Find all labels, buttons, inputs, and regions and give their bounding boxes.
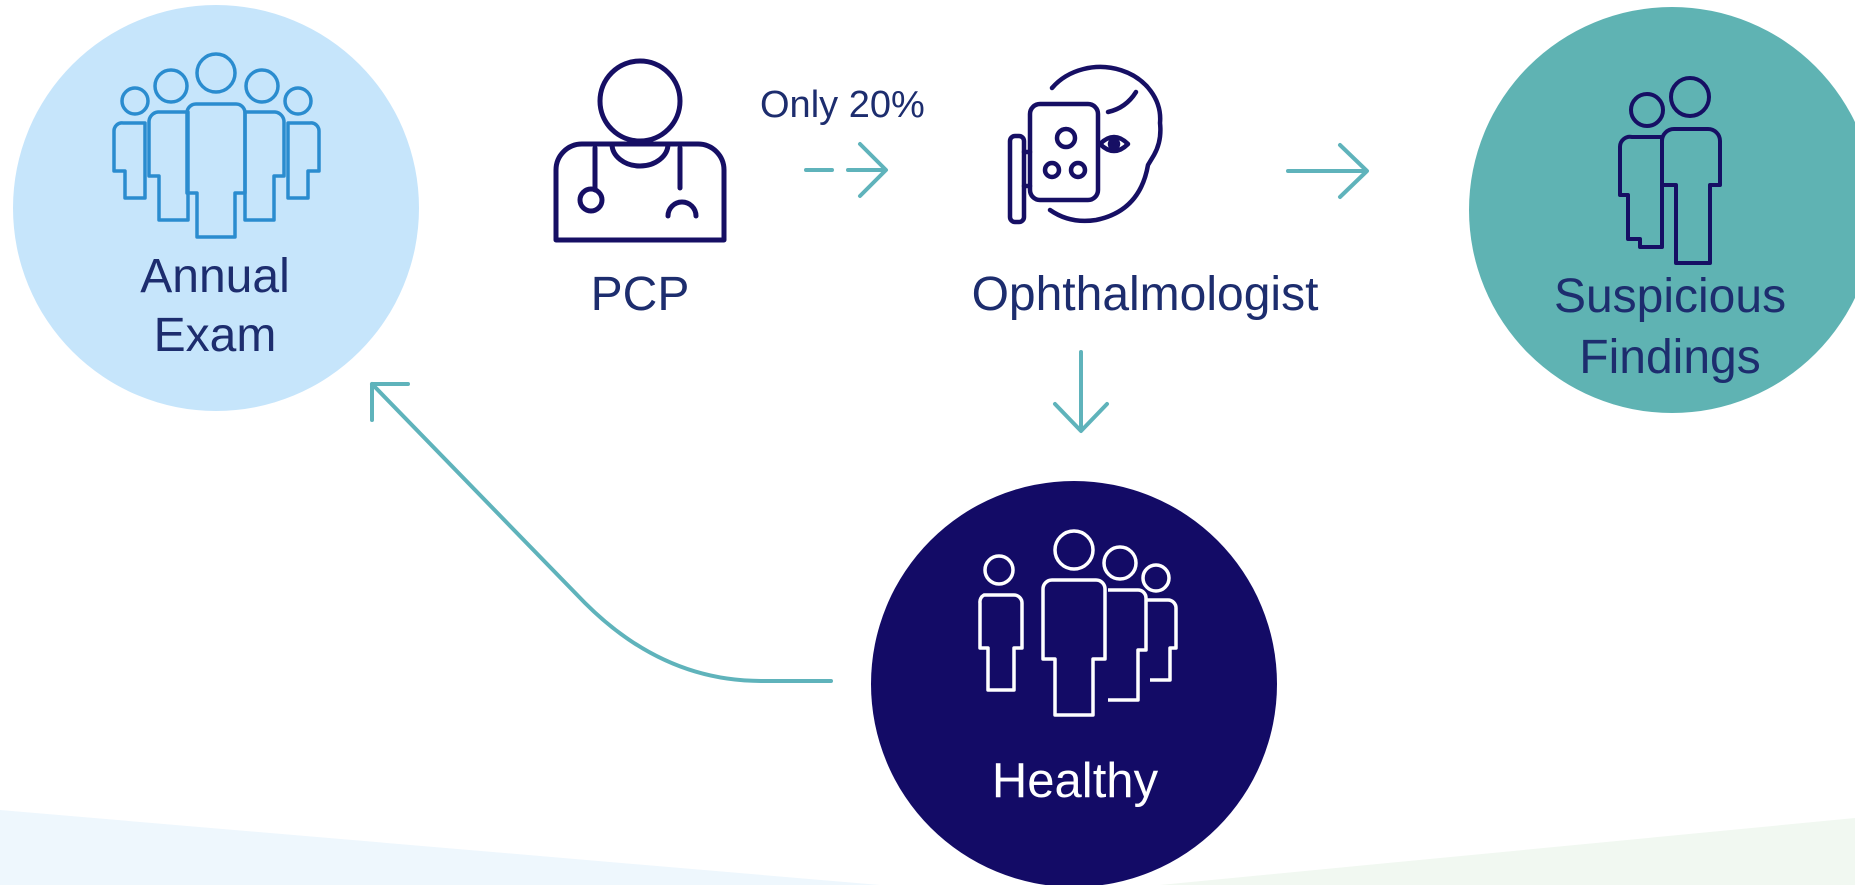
background-band-left xyxy=(0,810,880,885)
annual-exam-circle xyxy=(13,5,419,411)
group-of-people-icon xyxy=(112,52,321,239)
suspicious-findings-label: Suspicious Findings xyxy=(1553,270,1787,385)
pcp-label: PCP xyxy=(590,268,690,321)
healthy-label: Healthy xyxy=(991,754,1159,808)
arrow-healthy-to-annual-exam xyxy=(370,382,833,683)
healthy-circle xyxy=(871,481,1277,887)
eye-chart-patient-icon xyxy=(1007,64,1163,225)
arrow-pcp-to-ophthalmologist xyxy=(804,142,888,198)
arrow-ophthalmologist-to-suspicious xyxy=(1286,143,1369,199)
background-band-right xyxy=(1160,818,1855,885)
ophthalmologist-label: Ophthalmologist xyxy=(971,268,1319,321)
arrow-ophthalmologist-to-healthy xyxy=(1053,350,1109,433)
doctor-stethoscope-icon xyxy=(553,58,727,243)
group-of-people-icon xyxy=(978,529,1178,717)
annual-exam-label: Annual Exam xyxy=(140,250,290,362)
two-people-icon xyxy=(1618,76,1722,265)
referral-rate-label: Only 20% xyxy=(760,84,925,126)
